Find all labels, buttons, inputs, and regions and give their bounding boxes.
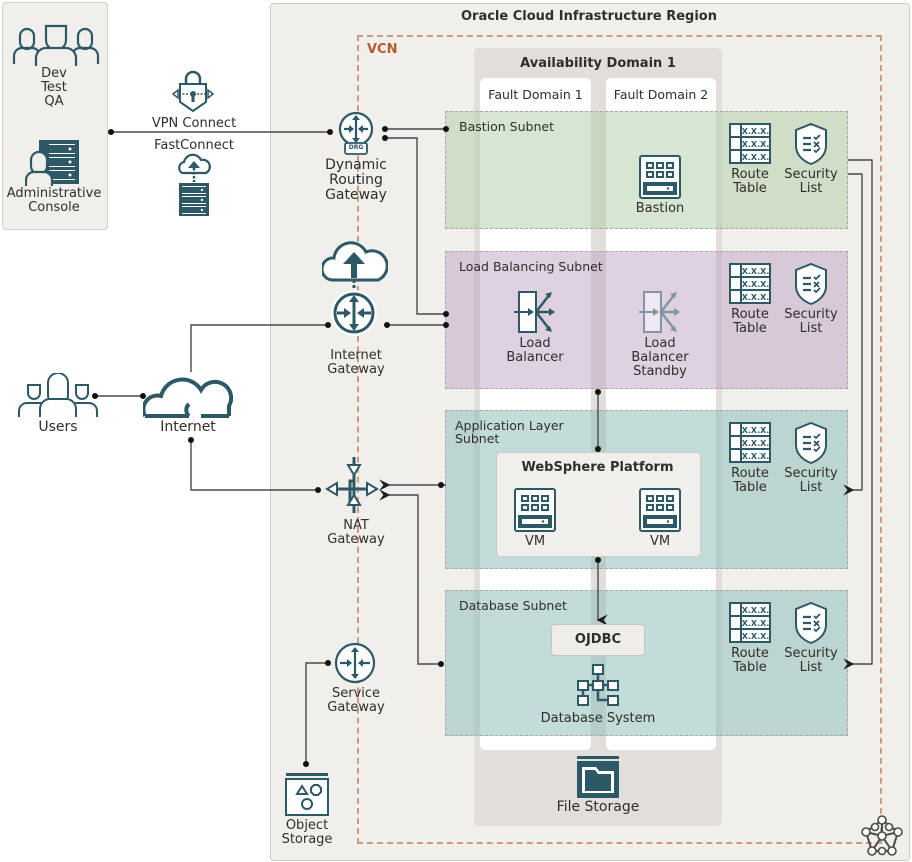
internet-label: Internet — [160, 419, 216, 435]
route-table-cell: X.X.X. — [742, 280, 770, 289]
route-table-icon: X.X.X. X.X.X. X.X.X. — [729, 263, 771, 304]
fastconnect-label: FastConnect — [154, 138, 234, 153]
vpn-lock-icon — [171, 70, 215, 112]
route-table-icon: X.X.X. X.X.X. X.X.X. — [729, 123, 771, 164]
nat-gateway-label: NAT Gateway — [327, 518, 385, 547]
route-table-icon: X.X.X. X.X.X. X.X.X. — [729, 422, 771, 463]
application-layer-security-list-label: Security List — [784, 466, 838, 495]
route-table-cell: X.X.X. — [742, 127, 770, 136]
fault-domain-2-title: Fault Domain 2 — [613, 87, 709, 102]
database-subnet-title: Database Subnet — [459, 598, 567, 613]
bastion-route-table-label: Route Table — [731, 167, 769, 196]
application-layer-route-table-label: Route Table — [731, 466, 769, 495]
load-balancer-icon — [514, 291, 555, 333]
bastion-label: Bastion — [635, 201, 685, 216]
availability-domain-title: Availability Domain 1 — [520, 56, 676, 71]
route-table-cell: X.X.X. — [742, 439, 770, 448]
route-table-icon: X.X.X. X.X.X. X.X.X. — [729, 602, 771, 643]
security-list-icon — [795, 262, 827, 305]
database-route-table-label: Route Table — [731, 646, 769, 675]
database-security-list-label: Security List — [784, 646, 838, 675]
route-table-cell: X.X.X. — [742, 632, 770, 641]
drg-icon — [338, 111, 374, 155]
security-list-icon — [795, 601, 827, 644]
security-list-icon — [795, 421, 827, 464]
database-system-label: Database System — [540, 711, 656, 726]
route-table-cell: X.X.X. — [742, 452, 770, 461]
route-table-cell: X.X.X. — [742, 619, 770, 628]
vm-2-icon — [639, 488, 681, 532]
bastion-security-list-label: Security List — [784, 167, 838, 196]
internet-cloud-icon — [143, 377, 233, 418]
object-storage-icon — [285, 773, 329, 816]
route-table-cell: X.X.X. — [742, 606, 770, 615]
route-table-cell: X.X.X. — [742, 267, 770, 276]
database-subnet — [445, 590, 848, 736]
service-gateway-label: Service Gateway — [327, 686, 385, 715]
vm-1-label: VM — [524, 534, 546, 549]
websphere-platform-title: WebSphere Platform — [521, 460, 674, 475]
drg-badge: DRG — [348, 144, 364, 151]
nat-gateway-icon — [325, 457, 379, 513]
file-storage-icon — [577, 756, 619, 798]
load-balancing-route-table-label: Route Table — [731, 307, 769, 336]
object-storage-label: Object Storage — [281, 818, 333, 847]
security-list-icon — [795, 122, 827, 165]
load-balancer-label: Load Balancer — [506, 336, 564, 365]
users-label: Users — [38, 419, 78, 435]
users-group-label: Dev Test QA — [41, 66, 67, 109]
load-balancing-security-list-label: Security List — [784, 307, 838, 336]
vcn-network-icon — [861, 815, 903, 856]
bastion-vm-icon — [639, 155, 681, 199]
bastion-subnet-title: Bastion Subnet — [459, 119, 554, 134]
region-title: Oracle Cloud Infrastructure Region — [460, 9, 717, 24]
drg-label: Dynamic Routing Gateway — [325, 157, 387, 203]
users-group-icon — [12, 24, 100, 66]
admin-console-icon — [25, 140, 79, 186]
service-gateway-icon — [334, 642, 376, 684]
file-storage-label: File Storage — [556, 799, 640, 815]
vcn-boundary — [357, 35, 882, 844]
vpn-connect-label: VPN Connect — [151, 116, 237, 131]
admin-console-label: Administrative Console — [6, 186, 102, 215]
database-system-icon — [577, 664, 619, 706]
route-table-cell: X.X.X. — [742, 293, 770, 302]
vm-1-icon — [514, 488, 556, 532]
ojdbc-box: OJDBC — [551, 624, 645, 656]
route-table-cell: X.X.X. — [742, 153, 770, 162]
route-table-cell: X.X.X. — [742, 140, 770, 149]
vcn-title: VCN — [367, 42, 398, 57]
fastconnect-icon — [178, 153, 211, 216]
route-table-cell: X.X.X. — [742, 426, 770, 435]
fault-domain-1-title: Fault Domain 1 — [488, 87, 583, 102]
vm-2-label: VM — [649, 534, 671, 549]
load-balancer-standby-icon — [639, 291, 680, 333]
load-balancing-subnet-title: Load Balancing Subnet — [459, 259, 603, 274]
application-layer-subnet-title: Application Layer Subnet — [455, 418, 564, 446]
internet-gateway-label: Internet Gateway — [327, 348, 385, 377]
internet-gateway-icon — [322, 241, 388, 336]
load-balancer-standby-label: Load Balancer Standby — [631, 336, 689, 379]
users-icon — [18, 373, 98, 417]
